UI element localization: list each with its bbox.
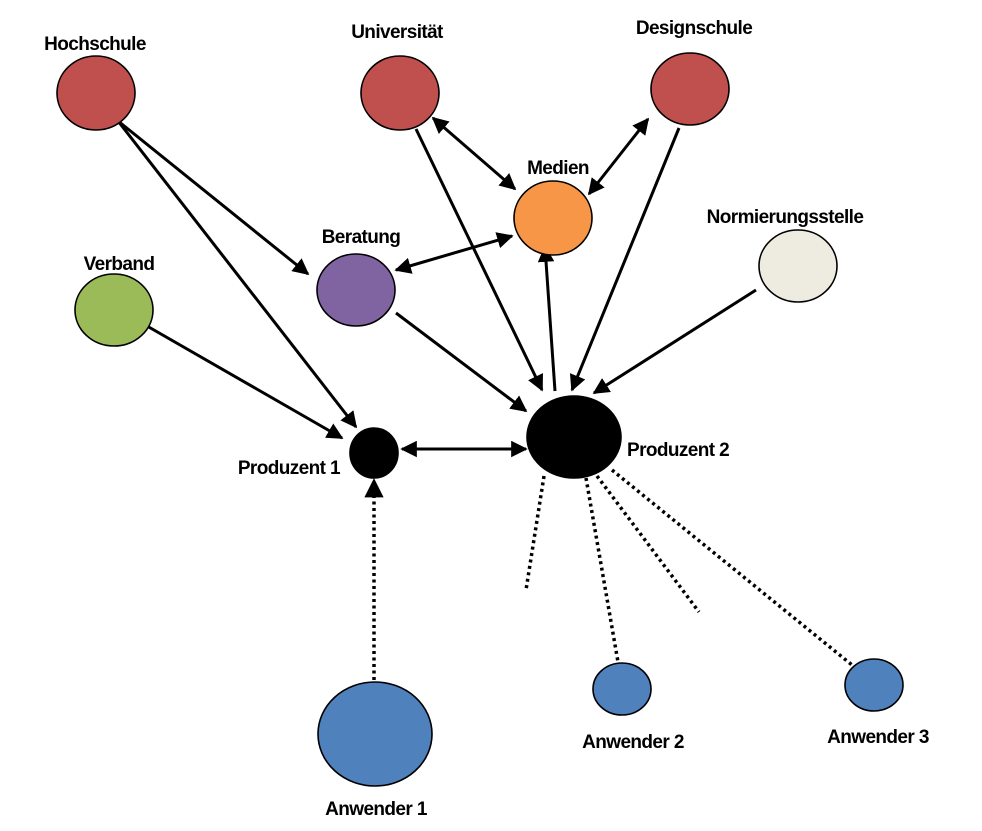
edge-verband-produzent1: [146, 324, 344, 440]
node-produzent2: [526, 395, 622, 479]
edge-beratung-medien: [394, 232, 514, 274]
edges-layer: [116, 116, 854, 680]
node-hochschule: [56, 55, 136, 131]
label-hochschule: Hochschule: [44, 34, 146, 55]
label-produzent2: Produzent 2: [627, 440, 729, 461]
node-medien: [513, 180, 593, 256]
edge-universitaet-medien: [431, 116, 517, 191]
edge-hochschule-produzent1: [116, 120, 358, 429]
node-normierungsstelle: [758, 229, 838, 303]
label-medien: Medien: [527, 158, 589, 179]
node-anwender1: [317, 681, 433, 787]
label-universitaet: Universität: [351, 22, 444, 43]
node-produzent1: [349, 427, 399, 479]
node-verband: [74, 273, 154, 347]
label-anwender2: Anwender 2: [582, 732, 684, 753]
node-beratung: [316, 253, 396, 327]
node-designschule: [650, 52, 730, 126]
edge-produzent2-unconnected: [524, 475, 546, 591]
edge-produzent2-anwender3: [610, 468, 854, 667]
edge-designschule-medien: [587, 117, 650, 196]
nodes-layer: [56, 52, 904, 787]
label-normierungsstelle: Normierungsstelle: [707, 207, 864, 228]
edge-designschule-produzent2: [569, 127, 681, 392]
label-anwender1: Anwender 1: [325, 799, 428, 820]
label-anwender3: Anwender 3: [827, 727, 929, 748]
edge-normierungsstelle-produzent2: [592, 288, 757, 395]
node-anwender2: [592, 662, 652, 716]
label-produzent1: Produzent 1: [238, 458, 341, 479]
node-universitaet: [360, 55, 440, 131]
edge-produzent2-anwender2: [584, 477, 620, 663]
label-designschule: Designschule: [636, 18, 752, 39]
label-verband: Verband: [84, 254, 155, 275]
labels-layer: Hochschule Universität DesignschuleMedienB…: [44, 18, 929, 820]
edge-hochschule-beratung: [117, 119, 310, 276]
node-anwender3: [844, 658, 904, 712]
label-beratung: Beratung: [322, 227, 401, 248]
edge-produzent2-unconnected: [595, 474, 701, 614]
edge-beratung-produzent2: [395, 311, 528, 413]
edge-produzent2-medien: [537, 245, 557, 392]
